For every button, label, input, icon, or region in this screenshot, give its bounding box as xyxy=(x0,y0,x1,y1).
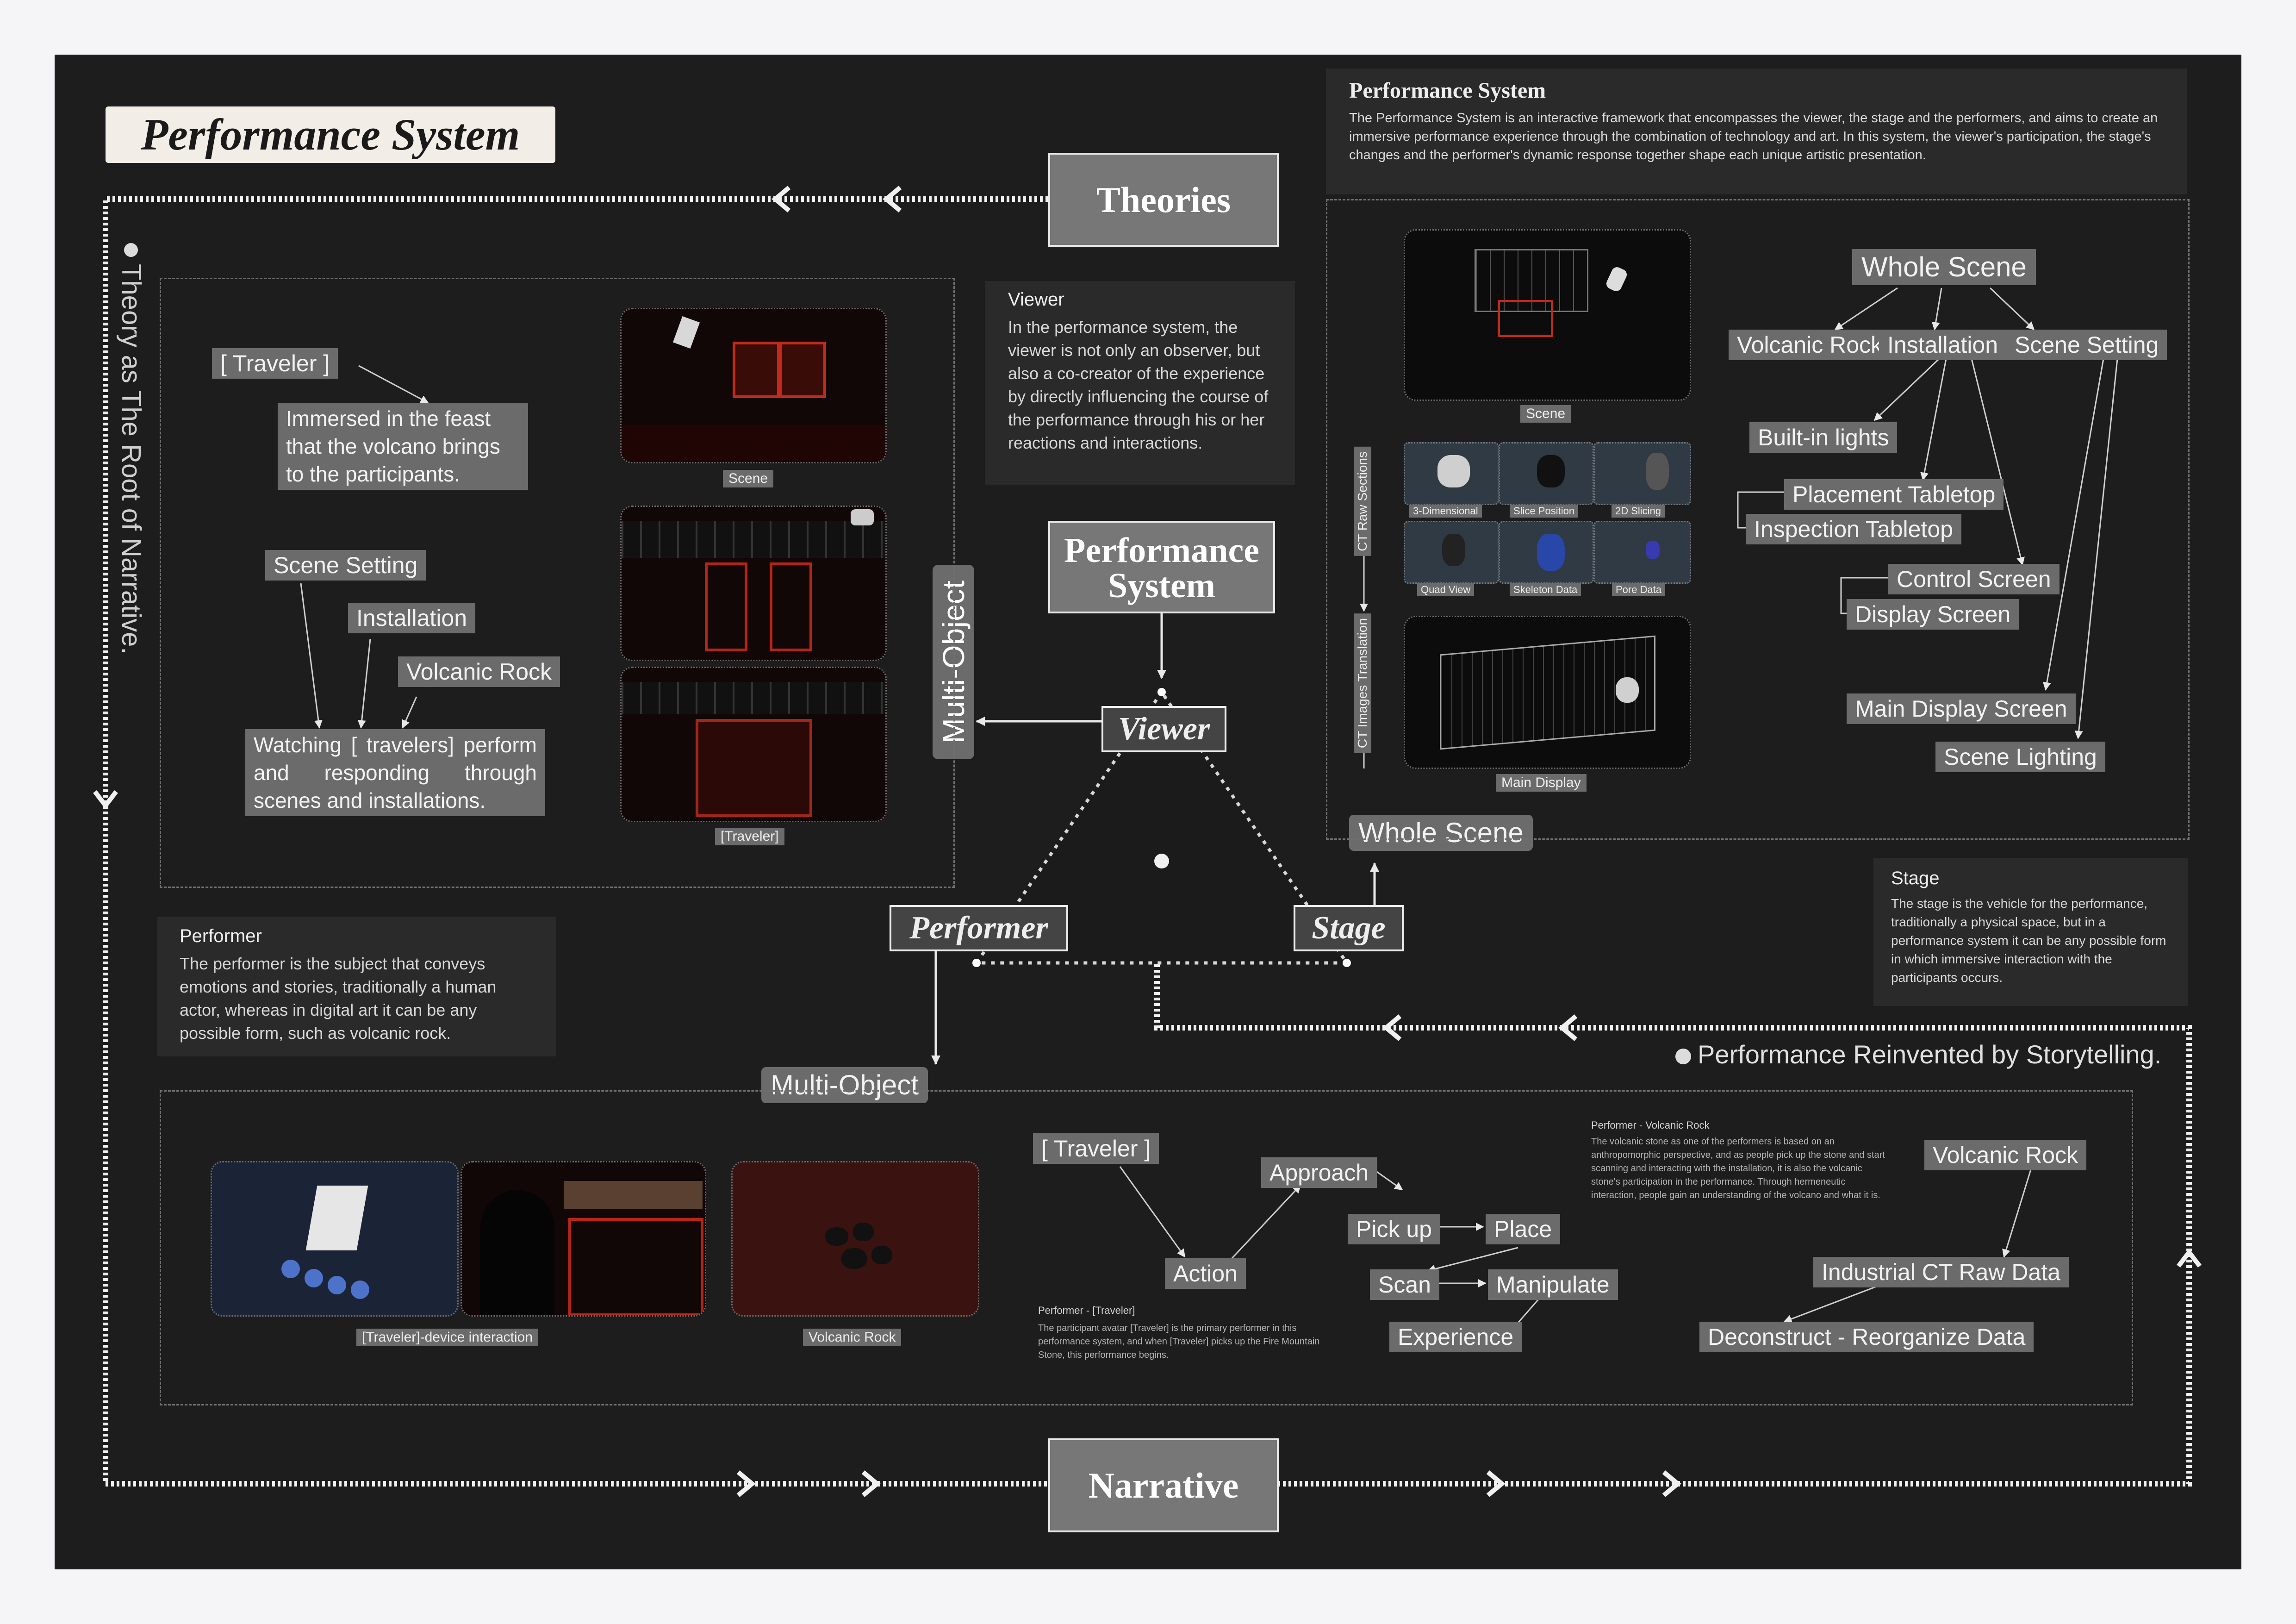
viewer-stage-thumbnail[interactable] xyxy=(620,506,887,661)
stage-inspection-tabletop-tag: Inspection Tabletop xyxy=(1746,514,1961,544)
performer-note-body: The performer is the subject that convey… xyxy=(180,954,497,1043)
perf-traveler-tag: [ Traveler ] xyxy=(1033,1133,1159,1164)
stage-whole-scene-tag: Whole Scene xyxy=(1852,249,2036,285)
device-interaction-caption: [Traveler]-device interaction xyxy=(356,1329,539,1346)
ct-mini-4[interactable] xyxy=(1404,521,1499,584)
viewer-watching-text: Watching [ travelers] perform and respon… xyxy=(245,729,545,816)
side-label-storytelling: Performance Reinvented by Storytelling. xyxy=(1698,1040,2162,1069)
perf-volcanic-rock-tag: Volcanic Rock xyxy=(1924,1140,2087,1170)
viewer-scene-setting-tag: Scene Setting xyxy=(265,550,426,581)
stage-scene-caption: Scene xyxy=(1520,405,1571,423)
perf-deconstruct-tag: Deconstruct - Reorganize Data xyxy=(1699,1322,2034,1352)
performer-note: Performer The performer is the subject t… xyxy=(157,917,556,1056)
outer-loop xyxy=(103,196,2192,1487)
node-multi-object[interactable]: Multi-Object xyxy=(761,1067,928,1103)
viewer-traveler-tag: [ Traveler ] xyxy=(212,348,338,379)
viewer-scene-thumbnail[interactable] xyxy=(620,308,887,463)
ct-mini-caption-2: Slice Position xyxy=(1510,505,1579,518)
page-title xyxy=(106,106,555,163)
performer-panel xyxy=(160,1090,2133,1405)
perf-industrial-ct-tag: Industrial CT Raw Data xyxy=(1813,1257,2069,1287)
ct-mini-3[interactable] xyxy=(1593,442,1691,505)
ct-raw-sections-label: CT Raw Sections xyxy=(1354,447,1371,556)
perf-experience-tag: Experience xyxy=(1389,1322,1522,1352)
stage-placement-tabletop-tag: Placement Tabletop xyxy=(1784,479,2004,510)
ct-mini-caption-6: Pore Data xyxy=(1612,583,1666,596)
stage-volcanic-rock-tag: Volcanic Rock xyxy=(1729,330,1891,360)
stage-scene-thumbnail[interactable] xyxy=(1404,229,1691,401)
viewer-note-body: In the performance system, the viewer is… xyxy=(1008,318,1269,452)
performer-note-heading: Performer xyxy=(180,926,262,946)
node-stage[interactable]: Stage xyxy=(1294,905,1404,951)
perf-rock-note-heading: Performer - Volcanic Rock xyxy=(1591,1119,1710,1131)
intro-heading: Performance System xyxy=(1349,78,1546,103)
perf-traveler-note-heading: Performer - [Traveler] xyxy=(1038,1305,1135,1316)
stage-built-in-lights-tag: Built-in lights xyxy=(1749,422,1898,453)
viewer-traveler-thumbnail[interactable] xyxy=(620,667,887,822)
bullet-right xyxy=(1675,1049,1691,1064)
ct-mini-caption-1: 3-Dimensional xyxy=(1409,505,1482,518)
ct-mini-caption-3: 2D Slicing xyxy=(1612,505,1665,518)
perf-manipulate-tag: Manipulate xyxy=(1488,1269,1618,1300)
node-performer[interactable]: Performer xyxy=(890,905,1068,951)
bullet-left xyxy=(124,243,138,257)
stage-main-display-caption: Main Display xyxy=(1496,774,1587,792)
ct-mini-2[interactable] xyxy=(1499,442,1594,505)
stage-note-heading: Stage xyxy=(1891,868,1940,888)
stage-scene-setting-tag: Scene Setting xyxy=(2006,330,2167,360)
performance-system-label: Performance System xyxy=(1064,531,1259,605)
perf-scan-tag: Scan xyxy=(1370,1269,1439,1300)
stage-panel xyxy=(1326,199,2190,840)
viewer-traveler-caption: [Traveler] xyxy=(715,828,784,845)
stage-note-body: The stage is the vehicle for the perform… xyxy=(1891,896,2166,985)
volcanic-rock-thumbnail[interactable] xyxy=(731,1161,979,1317)
viewer-panel xyxy=(160,278,955,888)
ct-mini-caption-4: Quad View xyxy=(1417,583,1475,596)
ct-mini-caption-5: Skeleton Data xyxy=(1510,583,1581,596)
loop-chevrons xyxy=(93,186,2202,1497)
perf-approach-tag: Approach xyxy=(1261,1157,1377,1188)
ct-mini-6[interactable] xyxy=(1593,521,1691,584)
stage-main-display-thumbnail[interactable] xyxy=(1404,616,1691,769)
viewer-note: Viewer In the performance system, the vi… xyxy=(985,281,1295,485)
stage-scene-lighting-tag: Scene Lighting xyxy=(1935,742,2105,772)
perf-place-tag: Place xyxy=(1486,1214,1561,1244)
system-triangle xyxy=(973,689,1350,965)
viewer-scene-caption: Scene xyxy=(723,470,774,487)
perf-traveler-note-body: The participant avatar [Traveler] is the… xyxy=(1038,1323,1320,1360)
perf-rock-note-body: The volcanic stone as one of the perform… xyxy=(1591,1137,1885,1200)
page-title-text: Performance System xyxy=(141,110,520,159)
device-interaction-thumbnail-1[interactable] xyxy=(211,1161,459,1317)
viewer-installation-tag: Installation xyxy=(348,603,476,633)
node-viewer[interactable]: Viewer xyxy=(1101,706,1226,752)
intro-body: The Performance System is an interactive… xyxy=(1349,111,2158,162)
perf-action-tag: Action xyxy=(1165,1258,1246,1289)
ct-mini-1[interactable] xyxy=(1404,442,1499,505)
ct-translation-label: CT Images Translation xyxy=(1354,613,1371,753)
node-theories[interactable]: Theories xyxy=(1048,153,1279,247)
stage-installation-tag: Installation xyxy=(1879,330,2007,360)
node-narrative[interactable]: Narrative xyxy=(1048,1438,1279,1532)
intro-panel: Performance System The Performance Syste… xyxy=(1326,69,2187,194)
node-performance-system[interactable]: Performance System xyxy=(1048,521,1275,613)
ct-mini-5[interactable] xyxy=(1499,521,1594,584)
volcanic-rock-caption: Volcanic Rock xyxy=(803,1329,902,1346)
viewer-immersed-text: Immersed in the feast that the volcano b… xyxy=(278,403,528,490)
viewer-volcanic-rock-tag: Volcanic Rock xyxy=(398,656,560,687)
side-label-theory: Theory as The Root of Narrative. xyxy=(116,264,146,655)
stage-display-screen-tag: Display Screen xyxy=(1847,599,2019,630)
device-interaction-thumbnail-2[interactable] xyxy=(460,1161,706,1317)
perf-pick-up-tag: Pick up xyxy=(1348,1214,1440,1244)
stage-note: Stage The stage is the vehicle for the p… xyxy=(1873,858,2188,1006)
stage-main-display-screen-tag: Main Display Screen xyxy=(1847,693,2076,724)
node-whole-scene[interactable]: Whole Scene xyxy=(1349,815,1533,851)
viewer-note-heading: Viewer xyxy=(1008,289,1064,310)
stage-control-screen-tag: Control Screen xyxy=(1888,564,2060,594)
